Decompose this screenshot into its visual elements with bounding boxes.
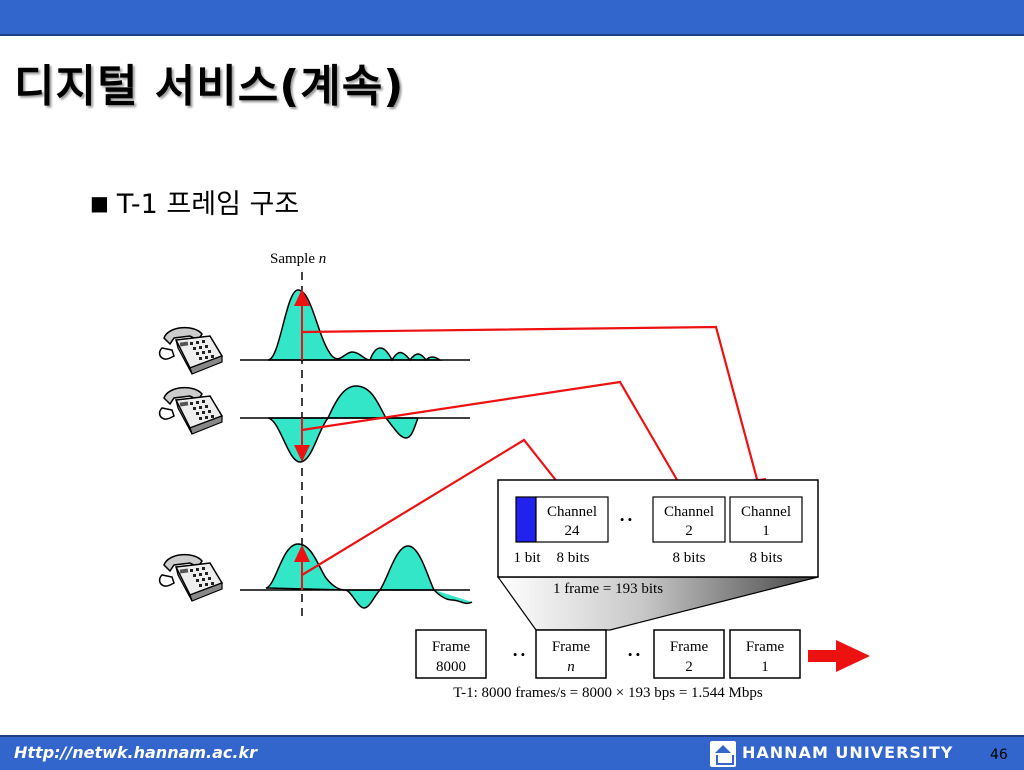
channel-24-number: 24	[565, 523, 581, 539]
frame-n-box	[535, 629, 607, 679]
frame-n-number: n	[567, 659, 575, 675]
frame-1-label: Frame	[746, 639, 785, 655]
t1-rate-label: T-1: 8000 frames/s = 8000 × 193 bps = 1.…	[453, 685, 763, 701]
sample-label: Sample n	[270, 251, 326, 267]
frame-size-label: 1 frame = 193 bits	[553, 581, 663, 597]
telephone-icon	[158, 326, 223, 375]
bullet-square-icon: ■	[90, 191, 109, 215]
bullet-text: T-1 프레임 구조	[116, 189, 300, 220]
channel-1-slot	[729, 496, 803, 543]
frame-2-box	[653, 629, 725, 679]
slide-title: 디지털 서비스(계속)	[14, 61, 405, 112]
sample-arrow-down	[294, 418, 310, 462]
waveform-channel-1	[240, 289, 470, 362]
channel-2-number: 2	[685, 523, 693, 539]
channel-2-label: Channel	[664, 504, 714, 520]
channel-24-bits: 8 bits	[557, 550, 590, 566]
framing-bit-label: 1 bit	[513, 550, 541, 566]
frame-2-number: 2	[685, 659, 693, 675]
telephone-icon	[158, 553, 223, 602]
university-logo-icon	[710, 741, 736, 767]
frame-2-label: Frame	[670, 639, 709, 655]
frame-1-number: 1	[761, 659, 769, 675]
frame-1-box	[729, 629, 801, 679]
waveform-channel-2	[240, 385, 470, 463]
waveform-channel-24	[240, 543, 473, 609]
channel-24-label: Channel	[547, 504, 597, 520]
frame-ellipsis: • •	[628, 647, 640, 662]
top-banner	[0, 0, 1024, 36]
channel-1-number: 1	[762, 523, 770, 539]
telephone-icon	[158, 386, 223, 435]
frame-sequence: Frame 8000 • • Frame n • • Frame 2 Frame…	[415, 629, 801, 679]
page-number: 46	[990, 747, 1008, 763]
transmission-arrow	[808, 640, 870, 672]
footer-bar: Http://netwk.hannam.ac.kr HANNAM UNIVERS…	[0, 735, 1024, 770]
frame-n-label: Frame	[552, 639, 591, 655]
frame-8000-box	[415, 629, 487, 679]
channel-1-label: Channel	[741, 504, 791, 520]
channel-ellipsis: • •	[620, 512, 632, 527]
bullet-item: ■ T-1 프레임 구조	[90, 182, 299, 221]
framing-bit	[515, 496, 537, 543]
channel-24-slot	[535, 496, 609, 543]
channel-1-bits: 8 bits	[750, 550, 783, 566]
frame-ellipsis: • •	[513, 647, 525, 662]
footer-url-link[interactable]: Http://netwk.hannam.ac.kr	[14, 743, 258, 762]
frame-detail-box: Channel 24 • • Channel 2 Channel 1 1 bit…	[497, 479, 819, 578]
channel-2-bits: 8 bits	[673, 550, 706, 566]
frame-8000-label: Frame	[432, 639, 471, 655]
footer-university-name: HANNAM UNIVERSITY	[742, 743, 954, 762]
channel-2-slot	[652, 496, 726, 543]
frame-8000-number: 8000	[436, 659, 466, 675]
